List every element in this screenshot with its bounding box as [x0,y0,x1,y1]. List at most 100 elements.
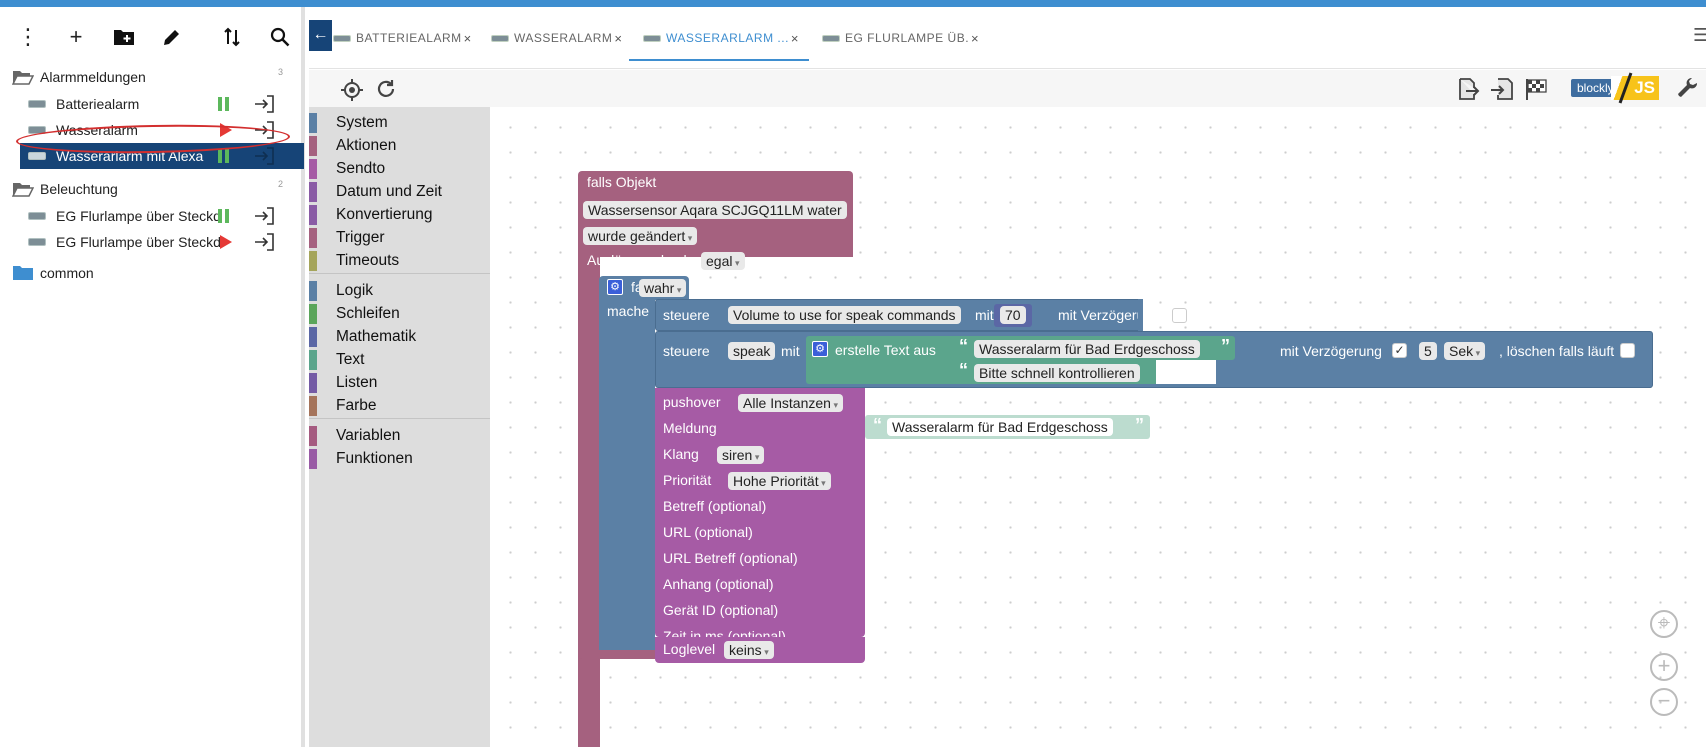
tab-wasserarlarm-mit-alexa[interactable]: WASSERARLARM ... × [643,27,799,49]
folder-beleuchtung[interactable]: Beleuchtung [12,181,118,197]
play-icon[interactable] [220,235,232,249]
pencil-icon[interactable] [158,23,186,51]
create-text-label: erstelle Text aus [835,342,936,358]
import-blocks-icon[interactable] [1489,76,1515,102]
category-mathematik[interactable]: Mathematik [309,325,490,349]
blockly-workspace[interactable]: falls Objekt Wassersensor Aqara SCJGQ11L… [490,107,1706,747]
message-value-field[interactable]: Wasseralarm für Bad Erdgeschoss [887,418,1113,436]
delay-checkbox[interactable]: ✓ [1392,343,1407,358]
tab-eg-flurlampe[interactable]: EG FLURLAMPE ÜB. × [822,27,979,49]
category-konvertierung[interactable]: Konvertierung [309,203,490,227]
pushover-url-label: URL (optional) [663,524,753,540]
checkered-flag-icon[interactable] [1523,76,1549,102]
text-value-field[interactable]: Wasseralarm für Bad Erdgeschoss [974,340,1200,358]
pushover-loglevel-dropdown[interactable]: keins [724,641,774,659]
play-icon[interactable] [220,123,232,137]
category-datum-und-zeit[interactable]: Datum und Zeit [309,180,490,204]
active-tab-indicator [629,59,809,61]
folder-label: Alarmmeldungen [40,69,146,85]
tree-item-label: Batteriealarm [56,96,140,112]
pause-icon[interactable] [218,149,230,163]
blockly-mode-badge[interactable]: blockly [1571,79,1620,97]
delay-unit-dropdown[interactable]: Sek [1444,342,1486,360]
export-icon[interactable] [253,232,275,252]
export-icon[interactable] [253,94,275,114]
trigger-condition-dropdown[interactable]: wurde geändert [583,227,698,245]
pause-icon[interactable] [218,209,230,223]
pushover-subject-label: Betreff (optional) [663,498,767,514]
folder-common[interactable]: common [12,265,94,281]
recenter-icon[interactable]: ⌖ [1650,610,1678,638]
delay-value-field[interactable]: 5 [1419,342,1437,360]
export-blocks-icon[interactable] [1455,76,1481,102]
pushover-instance-dropdown[interactable]: Alle Instanzen [738,394,843,412]
control-target-field[interactable]: Volume to use for speak commands [728,306,961,324]
pushover-sound-dropdown[interactable]: siren [717,446,765,464]
tree-item-eg-flurlampe-1[interactable]: EG Flurlampe über Steckdose [20,203,304,229]
category-separator [309,273,490,274]
close-icon[interactable]: × [614,30,623,46]
gear-icon[interactable]: ⚙ [812,341,828,357]
category-schleifen[interactable]: Schleifen [309,302,490,326]
category-variablen[interactable]: Variablen [309,424,490,448]
search-icon[interactable] [266,23,294,51]
zoom-out-icon[interactable]: − [1650,688,1678,716]
tree-item-label: Wasseralarm [56,122,138,138]
category-timeouts[interactable]: Timeouts [309,249,490,273]
pushover-priority-dropdown[interactable]: Hohe Priorität [728,472,831,490]
tab-label: WASSERARLARM ... [666,31,789,45]
gear-icon[interactable]: ⚙ [607,279,623,295]
close-icon[interactable]: × [790,30,800,46]
back-arrow-icon[interactable]: ← [309,20,332,51]
category-funktionen[interactable]: Funktionen [309,447,490,471]
category-system[interactable]: System [309,111,490,135]
text-value-field[interactable]: Bitte schnell kontrollieren [974,364,1140,382]
tab-wasseralarm[interactable]: WASSERALARM × [491,27,623,49]
zoom-in-icon[interactable]: + [1650,653,1678,681]
quote-open-icon: “ [959,360,968,380]
close-icon[interactable]: × [463,30,472,46]
pushover-label: pushover [663,394,721,410]
clear-running-checkbox[interactable] [1620,343,1635,358]
tree-item-eg-flurlampe-2[interactable]: EG Flurlampe über Steckdose [20,229,304,255]
clear-running-label: , löschen falls läuft [1499,343,1615,359]
pushover-block[interactable] [655,388,865,637]
plus-icon[interactable]: + [69,24,83,49]
vertical-dots-icon[interactable]: ⋮ [17,24,39,49]
sort-icon[interactable] [218,23,246,51]
close-icon[interactable]: × [971,30,980,46]
wrench-icon[interactable] [1675,76,1701,102]
export-icon[interactable] [253,206,275,226]
pause-icon[interactable] [218,97,230,111]
folder-plus-icon[interactable] [110,23,138,51]
export-icon[interactable] [253,120,275,140]
category-aktionen[interactable]: Aktionen [309,134,490,158]
folder-label: common [40,265,94,281]
tree-item-wasserarlarm-mit-alexa[interactable]: Wasserarlarm mit Alexa [20,143,304,169]
create-text-block[interactable] [806,336,956,384]
folder-icon [13,266,33,280]
tab-batteriealarm[interactable]: BATTERIEALARM × [333,27,472,49]
category-sendto[interactable]: Sendto [309,157,490,181]
folder-alarmmeldungen[interactable]: Alarmmeldungen [12,69,146,85]
trigger-object-field[interactable]: Wassersensor Aqara SCJGQ11LM water [583,201,847,219]
category-text[interactable]: Text [309,348,490,372]
category-logik[interactable]: Logik [309,279,490,303]
refresh-icon[interactable] [373,76,399,102]
if-condition-dropdown[interactable]: wahr [639,279,687,297]
trigger-by-dropdown[interactable]: egal [701,252,745,270]
center-target-icon[interactable] [339,76,365,102]
control-target-field[interactable]: speak [728,342,776,360]
js-mode-badge[interactable]: JS [1611,76,1659,100]
category-farbe[interactable]: Farbe [309,394,490,418]
control-label: steuere [663,343,710,359]
tree-item-wasseralarm[interactable]: Wasseralarm [20,117,304,143]
category-trigger[interactable]: Trigger [309,226,490,250]
number-value-field[interactable]: 70 [1000,306,1026,324]
blockly-toolbar: blockly JS [309,70,1706,107]
tree-item-batteriealarm[interactable]: Batteriealarm [20,91,304,117]
menu-icon[interactable]: ☰ [1693,25,1706,45]
category-listen[interactable]: Listen [309,371,490,395]
export-icon[interactable] [253,146,275,166]
delay-checkbox[interactable] [1172,308,1187,323]
